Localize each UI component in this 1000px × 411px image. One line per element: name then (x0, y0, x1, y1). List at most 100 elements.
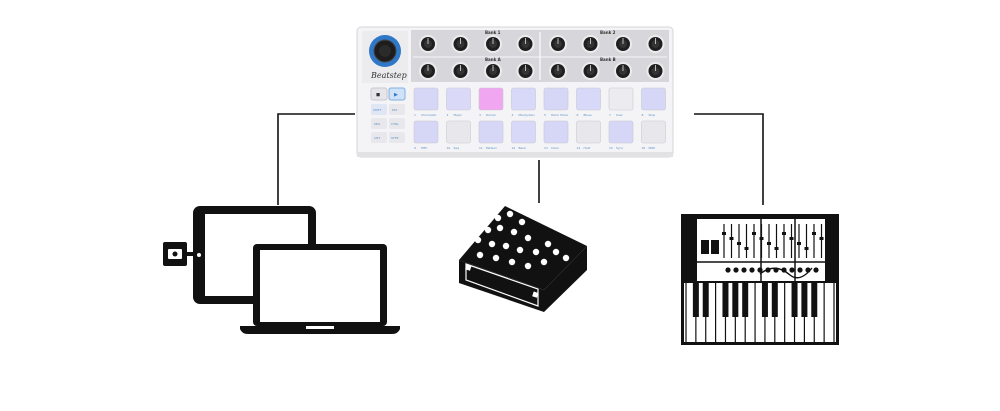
svg-text:Bank B: Bank B (600, 57, 616, 62)
seq-button[interactable] (371, 118, 387, 129)
synth-slider (759, 237, 764, 240)
svg-text:CNT: CNT (374, 136, 380, 140)
drum-knob (488, 240, 496, 248)
encoder-knob[interactable] (419, 62, 437, 80)
synth-slider (729, 237, 734, 240)
step-button[interactable] (389, 132, 405, 143)
synth-jack (797, 267, 803, 273)
usb-connector-icon (163, 242, 193, 266)
encoder-knob[interactable] (646, 35, 665, 53)
svg-text:Bank 1: Bank 1 (485, 30, 501, 35)
pad-label: Seq (454, 146, 460, 150)
knob-grid (419, 35, 665, 80)
modular-synthesizer-icon (681, 214, 839, 345)
synth-jack (749, 267, 755, 273)
synth-slider (744, 247, 749, 250)
synth-jack (733, 267, 739, 273)
stop-button[interactable] (370, 87, 388, 101)
svg-text:▶: ▶ (394, 92, 398, 98)
encoder-knob[interactable] (646, 62, 665, 80)
pad-number: 16 (642, 146, 646, 150)
encoder-knob[interactable] (451, 35, 470, 53)
drum-knob (524, 234, 532, 242)
encoder-knob[interactable] (581, 62, 600, 80)
pad-number: 2 (447, 113, 449, 117)
connection-lines (277, 113, 764, 205)
encoder-knob[interactable] (419, 35, 437, 53)
pad-label: Blues (584, 113, 593, 117)
svg-text:Bank 2: Bank 2 (600, 30, 616, 35)
synth-black-key (692, 283, 699, 317)
encoder-knob[interactable] (516, 62, 535, 80)
synth-slider (789, 237, 794, 240)
svg-text:◼: ◼ (376, 92, 380, 98)
synth-black-key (732, 283, 739, 317)
drum-pad[interactable]: 2 Major (446, 87, 471, 117)
synth-slider (804, 247, 809, 250)
pad-label: Mixolydian (519, 113, 535, 117)
drum-machine-icon (459, 206, 587, 312)
synth-slider (774, 247, 779, 250)
encoder-knob[interactable] (484, 62, 502, 80)
ctrl-button[interactable] (389, 118, 405, 129)
pad-label: Hold (584, 146, 591, 150)
drum-pad[interactable]: 4 Mixolydian (511, 87, 536, 117)
drum-knob (552, 248, 560, 256)
svg-text:SEQ: SEQ (374, 122, 381, 126)
pattern-button[interactable] (389, 104, 405, 115)
encoder-knob[interactable] (614, 62, 632, 80)
left-control-column: Beatstep ◼ ▶ SHIFT PAT SEQ CTRL CNT STEP (362, 31, 408, 143)
link-to-computer (277, 113, 355, 205)
pad-number: 11 (479, 146, 483, 150)
shift-button[interactable] (371, 104, 387, 115)
pad-number: 4 (512, 113, 514, 117)
encoder-knob[interactable] (614, 35, 632, 53)
play-button[interactable] (388, 87, 406, 101)
pad-label: Pattern (486, 146, 497, 150)
link-to-synthesizer (694, 113, 764, 205)
drum-knob (516, 246, 524, 254)
pad-number: 13 (544, 146, 548, 150)
synth-slider (722, 232, 726, 235)
drum-knob (492, 254, 500, 262)
svg-text:Bank A: Bank A (485, 57, 502, 62)
cnt-button[interactable] (371, 132, 387, 143)
synth-slider (737, 242, 741, 245)
encoder-knob[interactable] (581, 35, 600, 53)
drum-pad[interactable]: 8 Stop (641, 87, 666, 117)
encoder-knob[interactable] (549, 35, 567, 53)
encoder-knob[interactable] (451, 62, 470, 80)
synth-slider (767, 242, 771, 245)
svg-text:SHIFT: SHIFT (373, 108, 382, 112)
synth-black-key (811, 283, 818, 317)
synth-black-key (771, 283, 778, 317)
drum-knob (524, 262, 532, 270)
encoder-knob[interactable] (549, 62, 567, 80)
synth-black-key (791, 283, 798, 317)
svg-text:STEP: STEP (391, 136, 399, 140)
encoder-knob[interactable] (516, 35, 535, 53)
drum-knob (494, 214, 502, 222)
pad-number: 8 (642, 113, 644, 117)
pad-label: Major (454, 113, 463, 117)
pad-label: Stop (649, 113, 656, 117)
synth-black-key (722, 283, 729, 317)
encoder-knob[interactable] (484, 35, 502, 53)
synth-slider (782, 232, 786, 235)
synth-jack (741, 267, 747, 273)
synth-black-key (801, 283, 808, 317)
